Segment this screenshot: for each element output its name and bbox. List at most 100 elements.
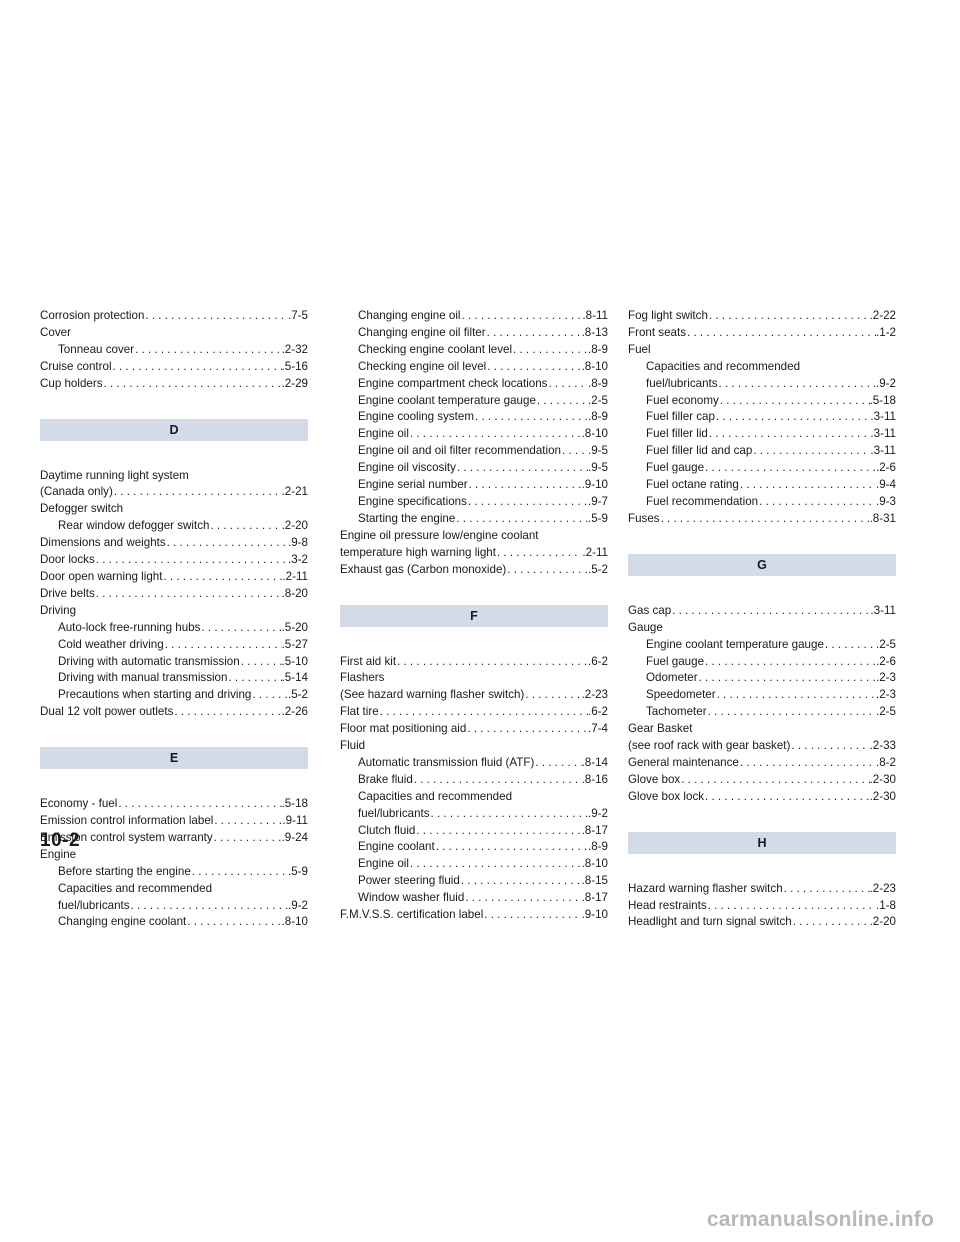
index-entry: First aid kit.6-2 [340,654,608,671]
dot-leader [486,359,581,376]
index-subentry: Engine specifications.9-7 [340,494,608,511]
dot-leader [783,881,870,898]
entry-label: Changing engine coolant [58,915,187,929]
dot-leader [790,738,869,755]
index-subentry: Capacities and recommended [40,881,308,898]
dot-leader [474,409,588,426]
page-reference: .8-20 [281,586,308,600]
index-line: Glove box.2-30 [628,772,896,789]
dot-leader [718,376,876,393]
index-line: Gas cap.3-11 [628,603,896,620]
index-entry: Economy - fuel .5-18 [40,796,308,813]
page-reference: .5-14 [281,671,308,685]
index-subentry: fuel/lubricants.9-2 [40,898,308,915]
index-line: Gauge [628,620,896,637]
entry-label: Engine oil and oil filter recommendation [358,444,562,458]
index-line: Glove box lock.2-30 [628,789,896,806]
dot-leader [409,856,582,873]
page-reference: .8-9 [588,376,608,390]
index-entry: Glove box.2-30 [628,772,896,789]
index-entry: Headlight and turn signal switch.2-20 [628,914,896,931]
entry-label: Fuel filler lid and cap [646,444,753,458]
entry-label: Window washer fluid [358,891,465,905]
dot-leader [671,603,870,620]
entry-label: Exhaust gas (Carbon monoxide) [340,562,507,576]
page-reference: .2-20 [869,915,896,929]
entry-label: F.M.V.S.S. certification label [340,908,484,922]
entry-label: Engine cooling system [358,410,474,424]
index-entry: Drive belts.8-20 [40,586,308,603]
index-subentry: Checking engine oil level.8-10 [340,359,608,376]
dot-leader [415,823,581,840]
entry-label: Fuel economy [646,393,719,407]
page-reference: .2-11 [582,545,608,559]
entry-label: Engine serial number [358,478,468,492]
entry-label: Capacities and recommended [646,359,801,373]
dot-leader [435,839,588,856]
page-reference: .2-33 [869,739,896,753]
index-entry: Flat tire.6-2 [340,704,608,721]
page-reference: .2-20 [281,519,308,533]
index-line: Door locks.3-2 [40,552,308,569]
index-subentry: Starting the engine .5-9 [340,511,608,528]
index-line: Emission control information label.9-11 [40,813,308,830]
dot-leader [792,914,870,931]
index-subentry: Before starting the engine.5-9 [40,864,308,881]
index-entry: Floor mat positioning aid.7-4 [340,721,608,738]
entry-label: Rear window defogger switch [58,519,210,533]
dot-leader [704,654,876,671]
page-reference: .5-9 [288,864,308,878]
dot-leader [704,789,870,806]
index-subentry: Engine coolant.8-9 [340,839,608,856]
dot-leader [704,460,876,477]
index-line: Exhaust gas (Carbon monoxide).5-2 [340,562,608,579]
dot-leader [103,376,282,393]
entry-label: Capacities and recommended [358,789,513,803]
index-entry: Exhaust gas (Carbon monoxide).5-2 [340,562,608,579]
entry-label: Fuel recommendation [646,494,759,508]
index-line: temperature high warning light.2-11 [340,545,608,562]
entry-label: Economy - fuel [40,797,118,811]
page-reference: .5-18 [281,797,308,811]
page-reference: .5-9 [588,511,608,525]
index-subentry: Engine oil.8-10 [340,426,608,443]
entry-label: Odometer [646,671,698,685]
entry-label: fuel/lubricants [358,806,430,820]
entry-label: Floor mat positioning aid [340,722,467,736]
entry-label: Emission control system warranty [40,830,213,844]
dot-leader [739,477,876,494]
entry-label: Engine compartment check locations [358,376,548,390]
page-reference: .8-10 [581,359,608,373]
index-line: Engine oil pressure low/engine coolant [340,528,608,545]
page-reference: .1-8 [876,898,896,912]
index-subentry: Engine oil.8-10 [340,856,608,873]
dot-leader [524,687,581,704]
index-entry: Head restraints .1-8 [628,898,896,915]
dot-leader [467,494,588,511]
index-subentry: Precautions when starting and driving.5-… [40,687,308,704]
index-line: First aid kit.6-2 [340,654,608,671]
dot-leader [251,687,288,704]
index-line: Dual 12 volt power outlets.2-26 [40,704,308,721]
index-subentry: Engine serial number.9-10 [340,477,608,494]
entry-label: Starting the engine [358,511,456,525]
entry-label: Gauge [628,620,663,634]
index-line: Drive belts.8-20 [40,586,308,603]
dot-leader [716,687,876,704]
entry-label: Defogger switch [40,502,124,516]
entry-label: Checking engine coolant level [358,342,513,356]
index-line: Cover [40,325,308,342]
index-subentry: Speedometer.2-3 [628,687,896,704]
dot-leader [130,898,288,915]
entry-label: Driving with automatic transmission [58,654,240,668]
entry-label: Driving with manual transmission [58,671,228,685]
entry-label: Head restraints [628,898,707,912]
index-entry: Emission control information label.9-11 [40,813,308,830]
page-reference: .6-2 [588,705,608,719]
